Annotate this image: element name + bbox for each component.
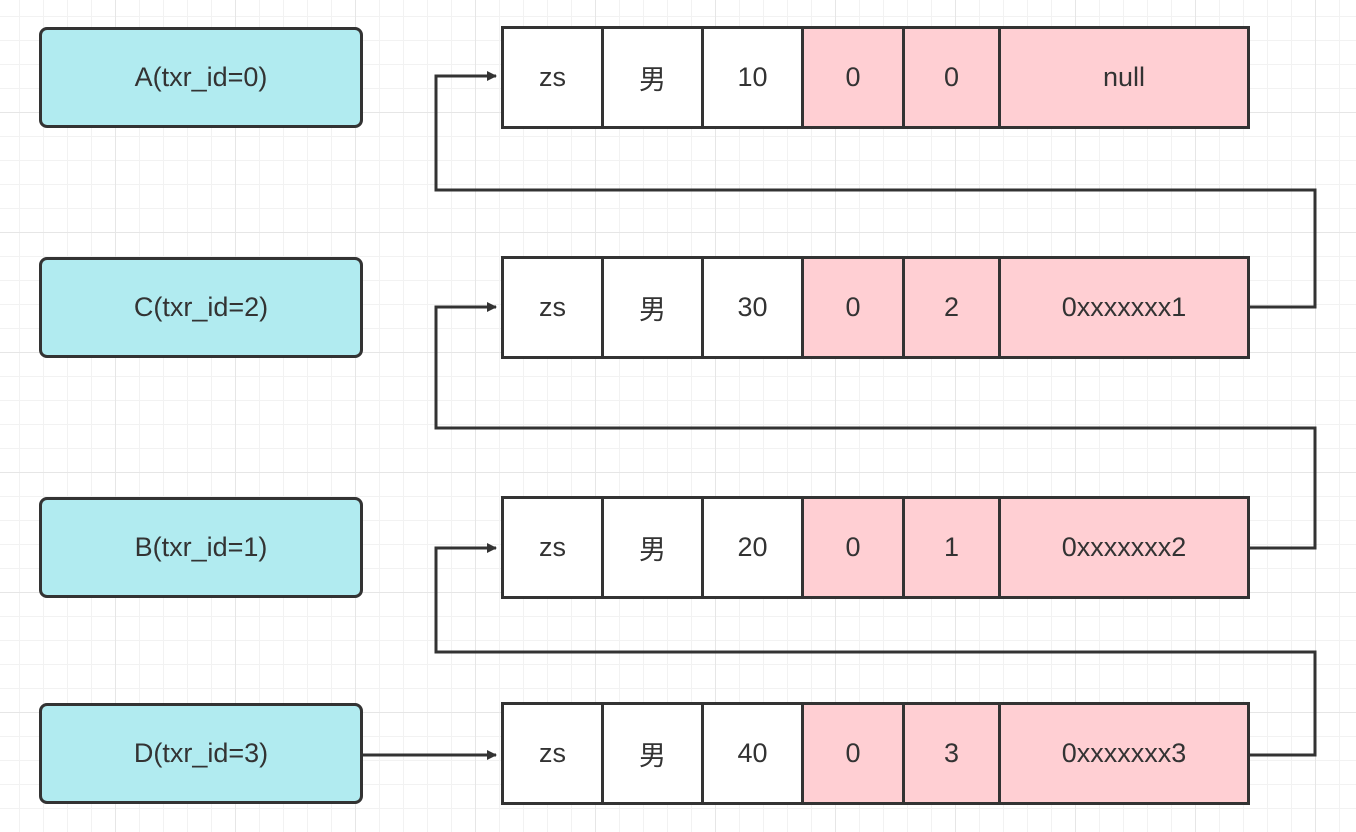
cell-name: zs bbox=[504, 259, 604, 356]
cell-trx-id: 3 bbox=[905, 705, 1001, 802]
transaction-box-c: C(txr_id=2) bbox=[39, 257, 363, 358]
cell-age: 40 bbox=[704, 705, 804, 802]
cell-roll-pointer: 0xxxxxxx3 bbox=[1001, 705, 1247, 802]
cell-gender: 男 bbox=[604, 29, 704, 126]
cell-age: 30 bbox=[704, 259, 804, 356]
cell-roll-pointer: 0xxxxxxx1 bbox=[1001, 259, 1247, 356]
record-row: zs 男 30 0 2 0xxxxxxx1 bbox=[501, 256, 1250, 359]
cell-trx-id: 2 bbox=[905, 259, 1001, 356]
roll-pointer-link bbox=[434, 71, 1317, 309]
record-row: zs 男 10 0 0 null bbox=[501, 26, 1250, 129]
cell-name: zs bbox=[504, 705, 604, 802]
transaction-box-d: D(txr_id=3) bbox=[39, 703, 363, 804]
cell-age: 10 bbox=[704, 29, 804, 126]
record-row: zs 男 40 0 3 0xxxxxxx3 bbox=[501, 702, 1250, 805]
cell-row-id: 0 bbox=[804, 499, 905, 596]
cell-gender: 男 bbox=[604, 499, 704, 596]
cell-age: 20 bbox=[704, 499, 804, 596]
roll-pointer-link bbox=[434, 543, 1317, 757]
record-row: zs 男 20 0 1 0xxxxxxx2 bbox=[501, 496, 1250, 599]
transaction-box-b: B(txr_id=1) bbox=[39, 497, 363, 598]
cell-trx-id: 0 bbox=[905, 29, 1001, 126]
cell-row-id: 0 bbox=[804, 259, 905, 356]
cell-name: zs bbox=[504, 29, 604, 126]
cell-row-id: 0 bbox=[804, 29, 905, 126]
cell-row-id: 0 bbox=[804, 705, 905, 802]
cell-gender: 男 bbox=[604, 259, 704, 356]
cell-trx-id: 1 bbox=[905, 499, 1001, 596]
transaction-box-a: A(txr_id=0) bbox=[39, 27, 363, 128]
cell-roll-pointer: null bbox=[1001, 29, 1247, 126]
roll-pointer-link bbox=[434, 302, 1317, 550]
cell-roll-pointer: 0xxxxxxx2 bbox=[1001, 499, 1247, 596]
cell-name: zs bbox=[504, 499, 604, 596]
cell-gender: 男 bbox=[604, 705, 704, 802]
